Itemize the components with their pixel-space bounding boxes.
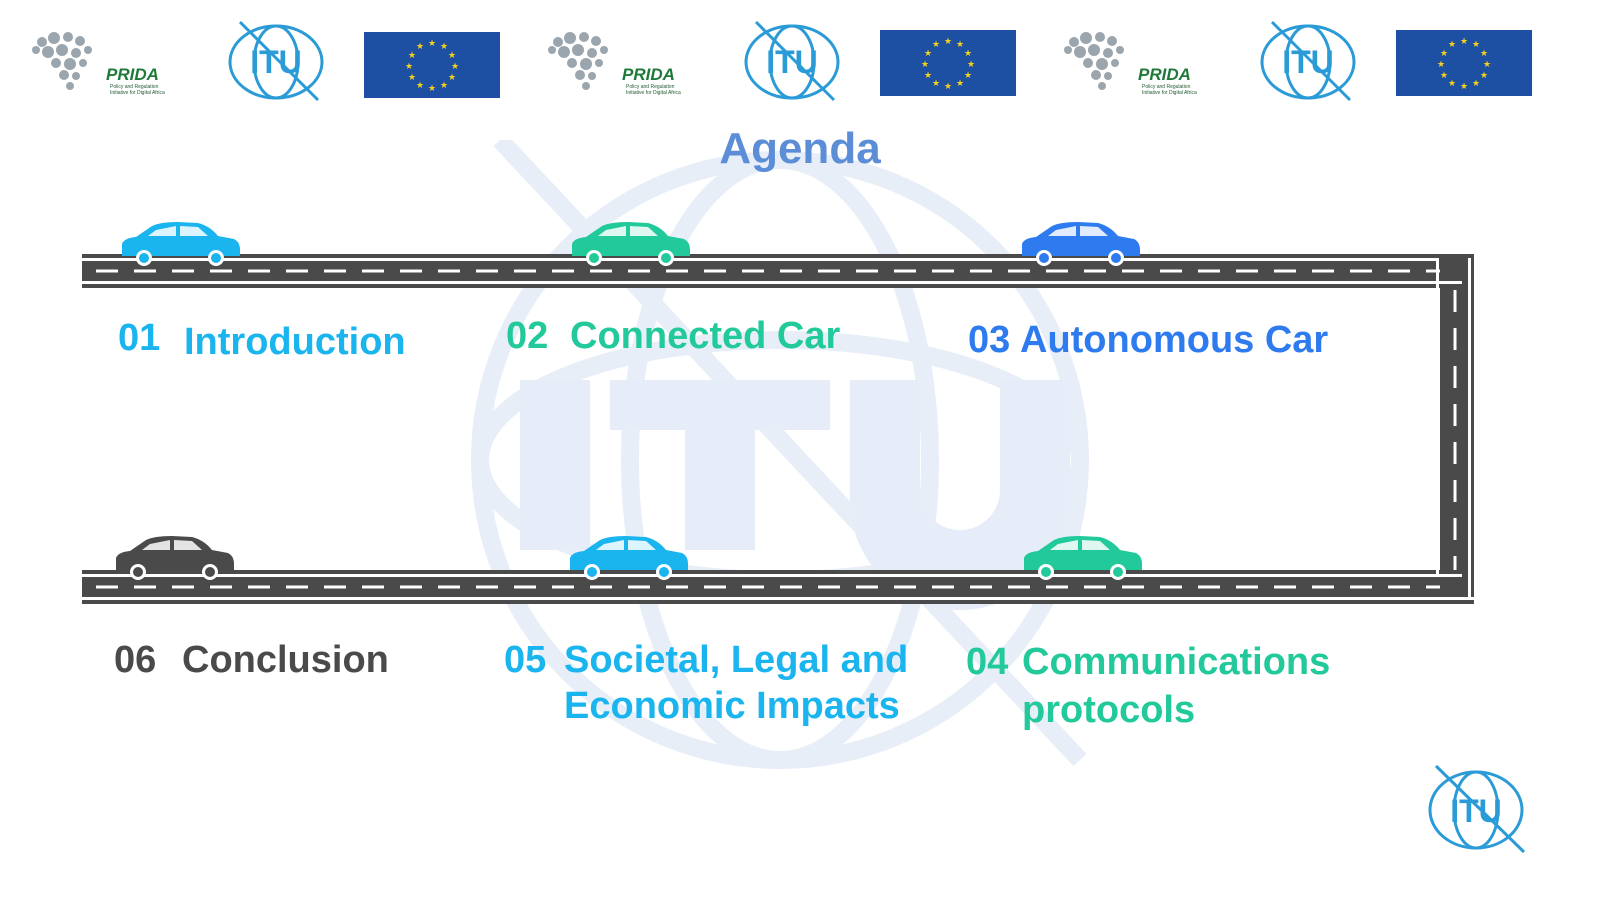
- itu-logo-icon: ITU: [228, 20, 324, 102]
- svg-text:Initiative for Digital Africa: Initiative for Digital Africa: [626, 90, 681, 96]
- svg-text:★: ★: [408, 73, 416, 83]
- svg-text:★: ★: [440, 81, 448, 91]
- car-icon: [572, 222, 690, 266]
- agenda-item-number: 04: [966, 641, 1009, 683]
- svg-text:★: ★: [964, 49, 972, 59]
- agenda-item-number: 05: [504, 639, 547, 681]
- eu-flag-icon: ★★★★ ★★★★ ★★★★: [364, 32, 500, 98]
- agenda-item-label: Autonomous Car: [1020, 319, 1329, 361]
- prida-logo-label: PRIDA: [106, 65, 159, 84]
- itu-footer-logo-icon: ITU: [1428, 764, 1526, 854]
- svg-text:★: ★: [964, 71, 972, 81]
- svg-text:★: ★: [1448, 40, 1456, 50]
- eu-flag-icon: ★★★★ ★★★★ ★★★★: [880, 30, 1016, 96]
- car-icon: [570, 536, 688, 580]
- svg-text:★: ★: [448, 51, 456, 61]
- page-title: Agenda: [719, 124, 881, 173]
- svg-text:PRIDA: PRIDA: [622, 65, 675, 84]
- svg-text:PRIDA: PRIDA: [1138, 65, 1191, 84]
- svg-text:★: ★: [408, 51, 416, 61]
- svg-text:★: ★: [932, 79, 940, 89]
- svg-text:Policy and Regulation: Policy and Regulation: [110, 84, 159, 90]
- svg-text:★: ★: [1472, 40, 1480, 50]
- prida-logo-icon: PRIDA Policy and Regulation Initiative f…: [1064, 32, 1197, 96]
- svg-text:Policy and Regulation: Policy and Regulation: [1142, 84, 1191, 90]
- car-icon: [116, 536, 234, 580]
- svg-text:★: ★: [416, 81, 424, 91]
- svg-text:★: ★: [1472, 79, 1480, 89]
- svg-text:★: ★: [1440, 49, 1448, 59]
- prida-logo-icon: PRIDA Policy and Regulation Initiative f…: [32, 32, 165, 96]
- agenda-item-label-line1: Communications: [1022, 641, 1331, 683]
- header-logo-row: PRIDA Policy and Regulation Initiative f…: [0, 18, 1600, 108]
- svg-text:★: ★: [1460, 82, 1468, 92]
- agenda-item-number: 03: [968, 319, 1011, 361]
- agenda-item-label-line2: protocols: [1022, 689, 1196, 731]
- agenda-item-label-line2: Economic Impacts: [564, 685, 900, 727]
- svg-text:★: ★: [956, 79, 964, 89]
- svg-text:★: ★: [921, 60, 929, 70]
- car-icon: [1024, 536, 1142, 580]
- svg-text:Policy and Regulation: Policy and Regulation: [626, 84, 675, 90]
- svg-text:★: ★: [944, 82, 952, 92]
- eu-flag-icon: ★★★★ ★★★★ ★★★★: [1396, 30, 1532, 96]
- agenda-item-label-line1: Societal, Legal and: [564, 639, 909, 681]
- itu-logo-icon: ITU: [744, 20, 840, 102]
- agenda-item-label: Connected Car: [570, 315, 841, 357]
- svg-text:★: ★: [428, 84, 436, 94]
- svg-text:ITU: ITU: [1282, 44, 1334, 80]
- itu-logo-icon: ITU: [1260, 20, 1356, 102]
- svg-text:★: ★: [967, 60, 975, 70]
- itu-footer-logo-label: ITU: [1450, 793, 1502, 829]
- agenda-item-number: 06: [114, 639, 157, 681]
- svg-text:★: ★: [416, 42, 424, 52]
- agenda-item-number: 02: [506, 315, 549, 357]
- svg-text:Initiative for Digital Africa: Initiative for Digital Africa: [110, 90, 165, 96]
- svg-text:★: ★: [1480, 49, 1488, 59]
- svg-text:★: ★: [440, 42, 448, 52]
- svg-text:★: ★: [1480, 71, 1488, 81]
- svg-text:Initiative for Digital Africa: Initiative for Digital Africa: [1142, 90, 1197, 96]
- itu-watermark-icon: [471, 140, 1089, 769]
- itu-logo-label: ITU: [250, 44, 302, 80]
- svg-text:★: ★: [1460, 37, 1468, 47]
- svg-text:★: ★: [1483, 60, 1491, 70]
- svg-text:★: ★: [932, 40, 940, 50]
- svg-text:★: ★: [1440, 71, 1448, 81]
- svg-text:★: ★: [451, 62, 459, 72]
- svg-text:ITU: ITU: [766, 44, 818, 80]
- svg-text:★: ★: [1437, 60, 1445, 70]
- svg-text:★: ★: [1448, 79, 1456, 89]
- svg-text:★: ★: [924, 71, 932, 81]
- agenda-item-label: Introduction: [184, 321, 406, 363]
- svg-text:★: ★: [956, 40, 964, 50]
- agenda-item-label: Conclusion: [182, 639, 389, 681]
- car-icon: [1022, 222, 1140, 266]
- svg-text:★: ★: [428, 39, 436, 49]
- svg-text:★: ★: [944, 37, 952, 47]
- svg-text:★: ★: [924, 49, 932, 59]
- svg-text:★: ★: [405, 62, 413, 72]
- car-icon: [122, 222, 240, 266]
- agenda-item-number: 01: [118, 317, 161, 359]
- prida-logo-icon: PRIDA Policy and Regulation Initiative f…: [548, 32, 681, 96]
- svg-text:★: ★: [448, 73, 456, 83]
